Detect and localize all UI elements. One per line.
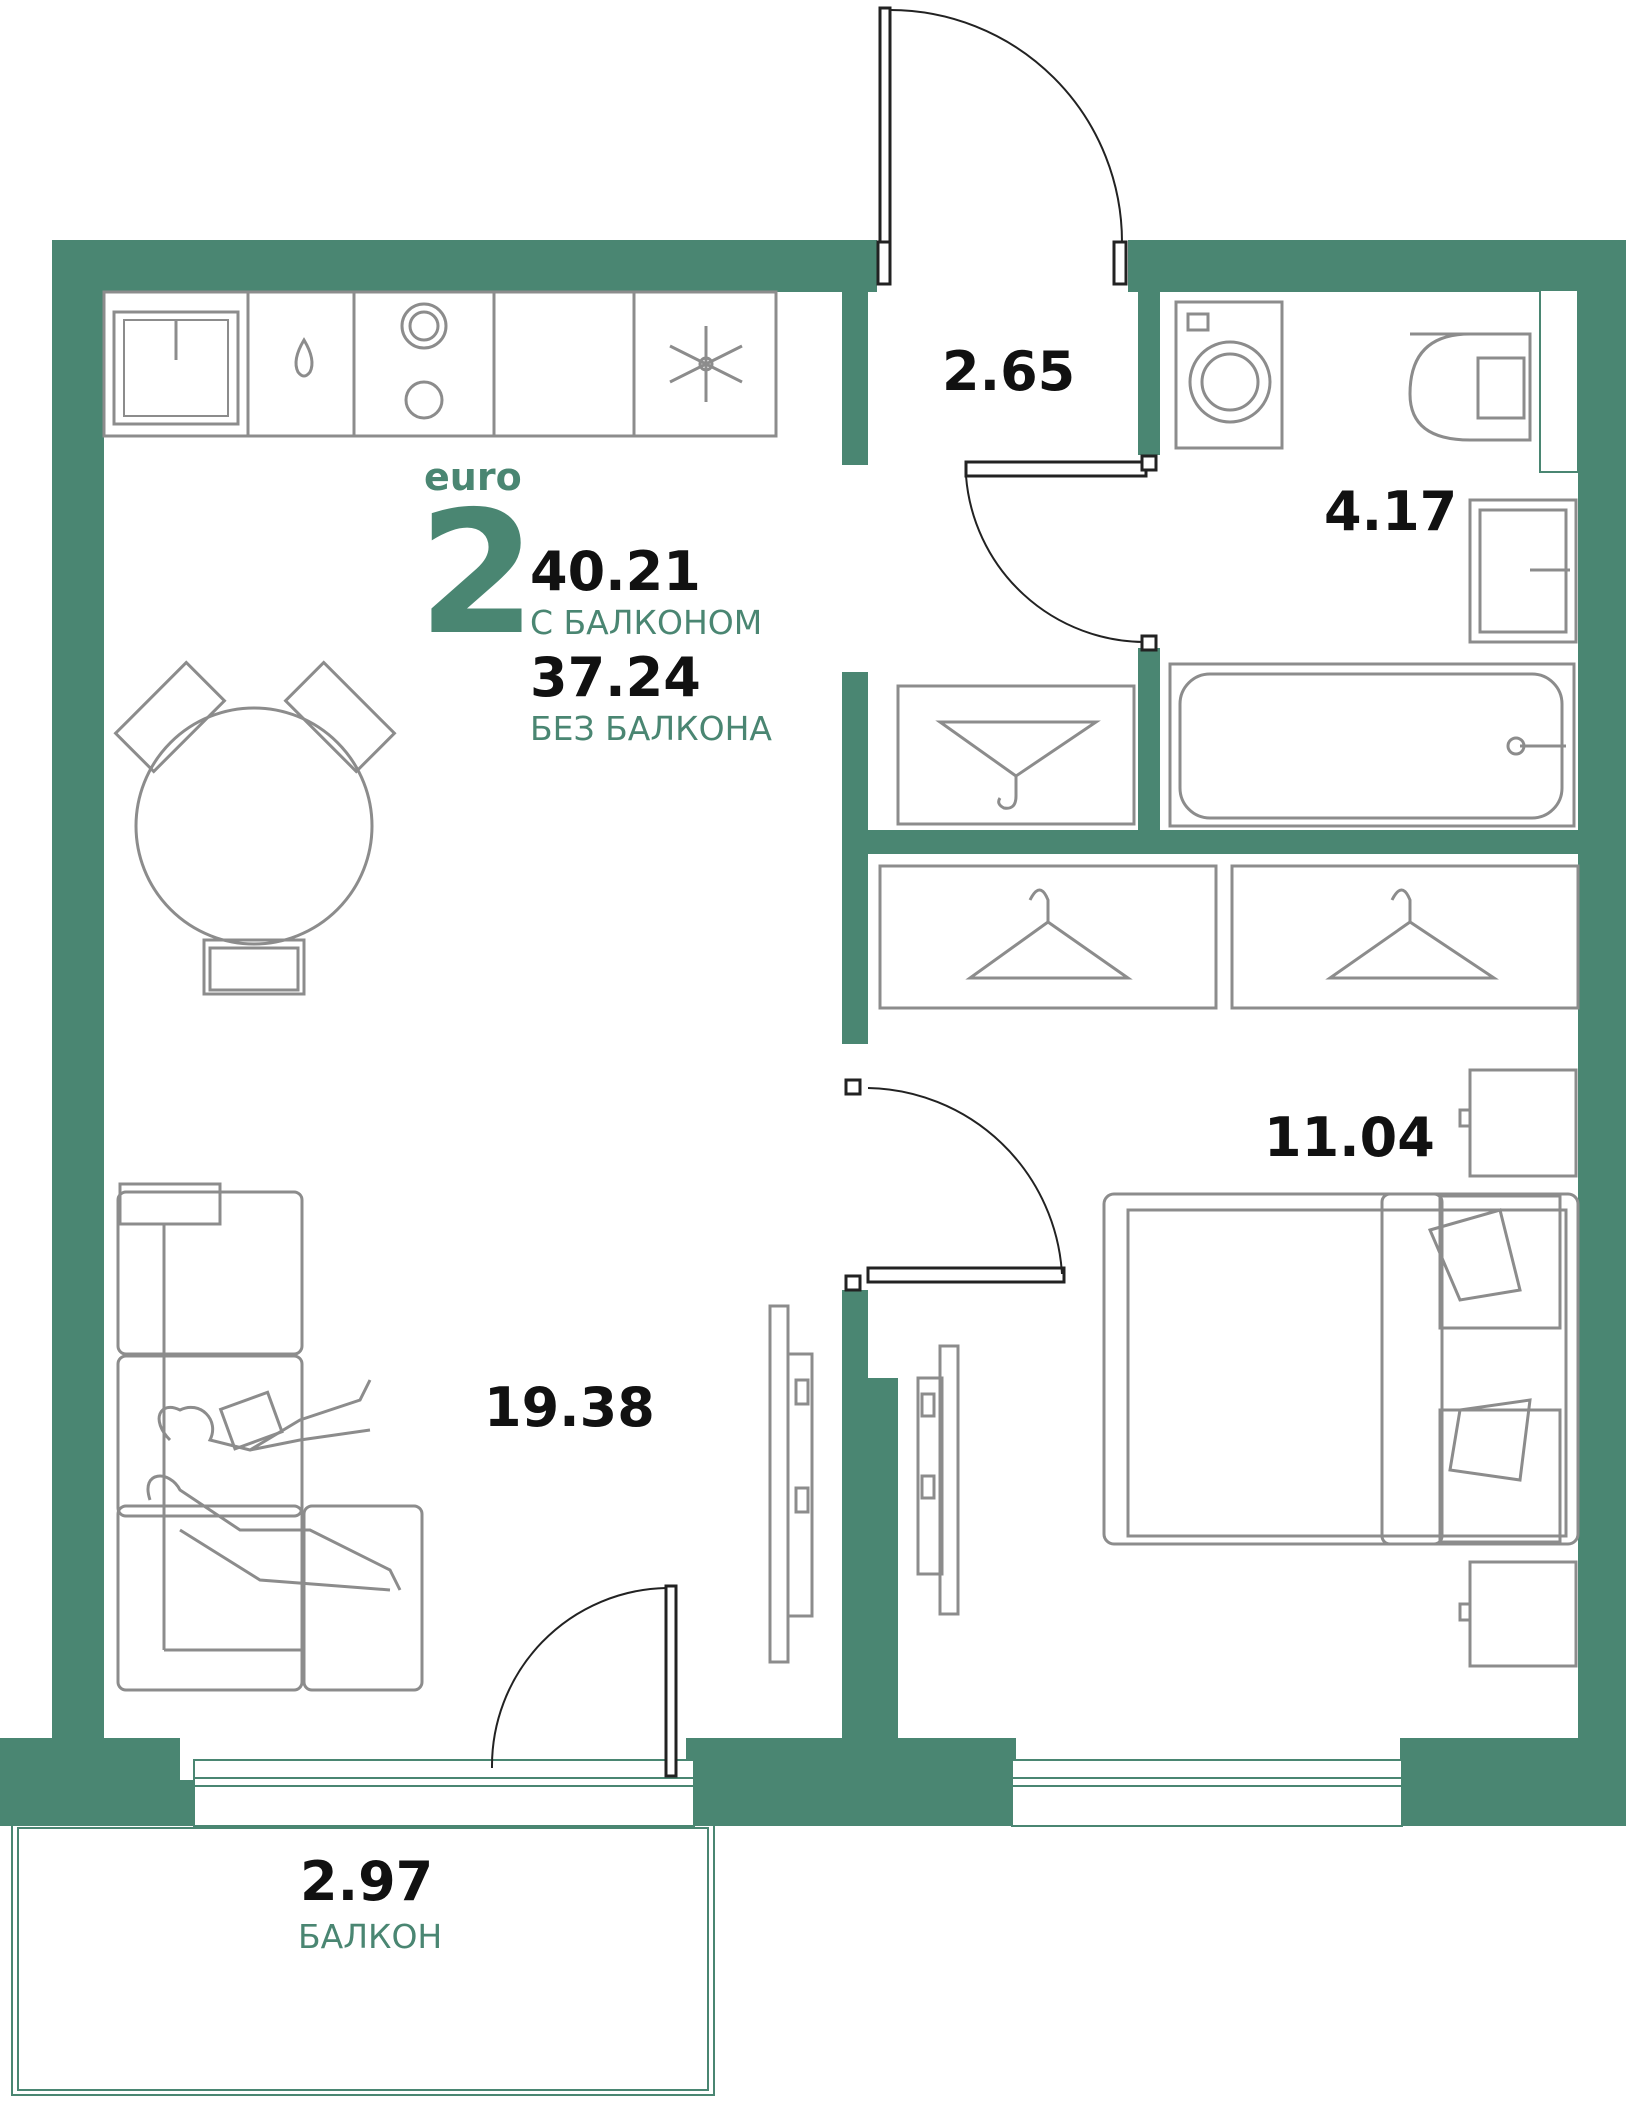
living-kitchen-area: 19.38 (484, 1376, 655, 1439)
without-balcony-label: БЕЗ БАЛКОНА (530, 709, 772, 748)
area-without-balcony: 37.24 (530, 646, 701, 709)
doors (490, 6, 1158, 1778)
water-drop-icon (294, 337, 314, 378)
stove-burner-icon (400, 302, 448, 350)
rooms-count: 2 (418, 475, 536, 673)
person-icon (146, 1474, 402, 1592)
pillow-icon (1427, 1208, 1522, 1302)
bathroom-door-swing (965, 475, 1147, 644)
tv-bedroom (916, 1344, 960, 1616)
bedroom-wardrobes (878, 864, 1580, 1010)
balcony-area: 2.97 (300, 1850, 433, 1913)
euro-label: euro (424, 455, 522, 499)
hallway-area: 2.65 (942, 340, 1075, 403)
kitchen-counter (102, 290, 778, 438)
bedroom-door-swing (867, 1087, 1063, 1275)
balcony-door-leaf (664, 1584, 678, 1778)
area-with-balcony: 40.21 (530, 540, 701, 603)
tv-living (768, 1304, 814, 1664)
bedroom-door-leaf (866, 1266, 1066, 1284)
pillow-icon (1448, 1398, 1532, 1482)
sofa (116, 1182, 424, 1692)
person-icon (157, 1379, 372, 1452)
hall-wardrobe (896, 684, 1136, 826)
bathroom-fixtures (1168, 300, 1578, 828)
entrance-door-swing (889, 9, 1123, 243)
entrance-door-leaf (878, 6, 892, 248)
windows (193, 289, 1579, 1827)
balcony-label: БАЛКОН (298, 1917, 442, 1956)
with-balcony-label: С БАЛКОНОМ (530, 603, 762, 642)
bathroom-area: 4.17 (1324, 480, 1457, 543)
bedroom-area: 11.04 (1264, 1106, 1435, 1169)
toilet-icon (1408, 332, 1532, 442)
snowflake-icon (669, 326, 743, 402)
bed (1102, 1068, 1580, 1668)
walls (0, 240, 1626, 1826)
balcony-door-swing (490, 1587, 667, 1769)
dining-table (113, 660, 397, 996)
bathroom-door-leaf (964, 460, 1148, 478)
